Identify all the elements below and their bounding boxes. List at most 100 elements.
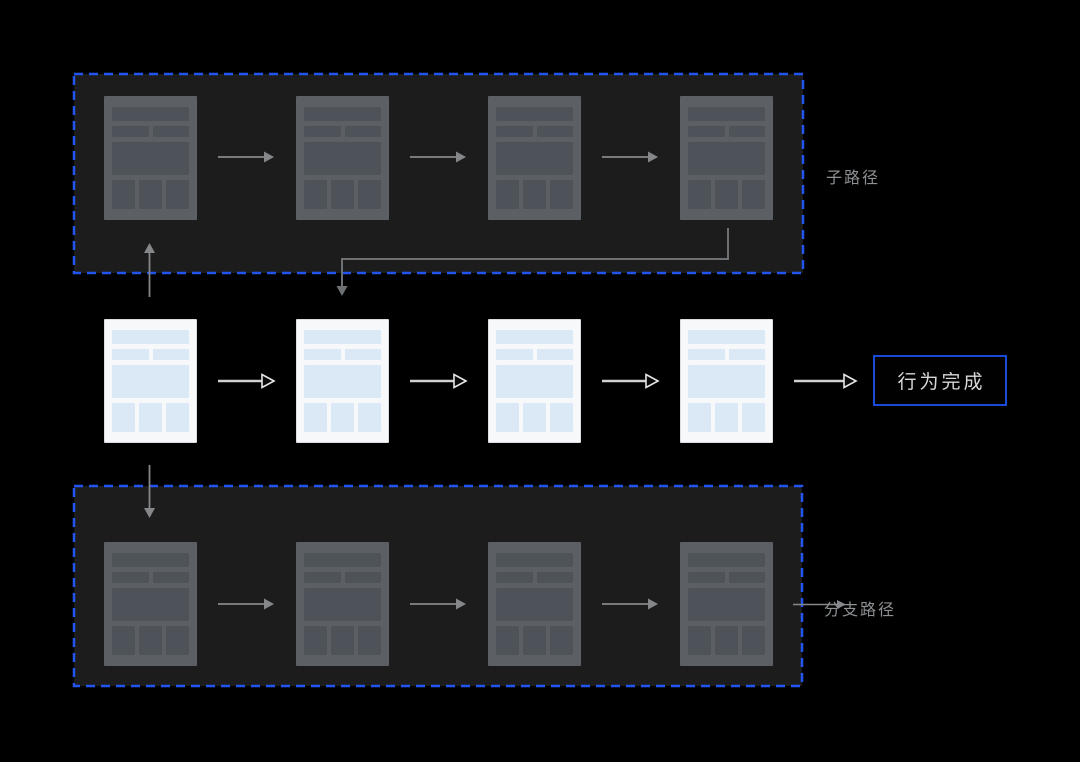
wireframe-tab-bars [496, 349, 573, 361]
wireframe-block [728, 349, 765, 361]
wireframe-block [304, 126, 341, 138]
wireframe-block [112, 349, 149, 361]
wireframe-block [496, 572, 533, 584]
branch-path-arrow-2 [410, 598, 466, 610]
main-path-arrow-1 [218, 373, 276, 389]
wireframe-header-bar [496, 107, 573, 122]
wireframe-footer-blocks [688, 626, 765, 655]
wireframe-content-block [496, 365, 573, 398]
wireframe-block [523, 403, 546, 432]
branch-path-row-card-3 [488, 542, 581, 666]
main-path-row-card-1 [104, 319, 197, 443]
wireframe-content-block [496, 588, 573, 621]
wireframe-block [496, 126, 533, 138]
wireframe-block [358, 626, 381, 655]
wireframe-block [152, 126, 189, 138]
main-path-row-card-3 [488, 319, 581, 443]
wireframe-block [139, 180, 162, 209]
wireframe-block [728, 126, 765, 138]
sub-path-row-card-1 [104, 96, 197, 220]
wireframe-block [523, 180, 546, 209]
wireframe-block [715, 180, 738, 209]
wireframe-footer-blocks [112, 403, 189, 432]
branch-path-row-card-2 [296, 542, 389, 666]
wireframe-footer-blocks [304, 403, 381, 432]
wireframe-block [112, 572, 149, 584]
wireframe-block [304, 180, 327, 209]
behavior-complete-node: 行为完成 [873, 355, 1007, 406]
wireframe-header-bar [304, 553, 381, 568]
wireframe-block [304, 572, 341, 584]
main-to-branch-path-arrow [144, 465, 155, 518]
wireframe-footer-blocks [496, 180, 573, 209]
wireframe-block [344, 126, 381, 138]
wireframe-tab-bars [496, 126, 573, 138]
branch-path-row-card-1 [104, 542, 197, 666]
wireframe-block [304, 349, 341, 361]
main-path-final-arrow [794, 373, 858, 389]
wireframe-header-bar [688, 107, 765, 122]
wireframe-block [688, 626, 711, 655]
main-path-row-card-4 [680, 319, 773, 443]
wireframe-block [496, 403, 519, 432]
wireframe-content-block [688, 365, 765, 398]
wireframe-block [728, 572, 765, 584]
wireframe-footer-blocks [112, 180, 189, 209]
wireframe-block [139, 626, 162, 655]
wireframe-tab-bars [304, 349, 381, 361]
wireframe-header-bar [496, 553, 573, 568]
wireframe-footer-blocks [496, 403, 573, 432]
wireframe-block [550, 180, 573, 209]
wireframe-content-block [112, 588, 189, 621]
wireframe-block [112, 180, 135, 209]
sub-path-arrow-3 [602, 151, 658, 163]
wireframe-block [688, 349, 725, 361]
wireframe-content-block [112, 142, 189, 175]
wireframe-block [688, 126, 725, 138]
wireframe-block [536, 126, 573, 138]
branch-path-label-leader [793, 600, 846, 609]
wireframe-content-block [688, 588, 765, 621]
wireframe-block [152, 349, 189, 361]
wireframe-tab-bars [304, 126, 381, 138]
wireframe-tab-bars [688, 572, 765, 584]
wireframe-block [166, 403, 189, 432]
wireframe-content-block [304, 142, 381, 175]
wireframe-tab-bars [688, 126, 765, 138]
wireframe-block [536, 572, 573, 584]
wireframe-tab-bars [112, 572, 189, 584]
branch-path-label: 分支路径 [824, 600, 897, 619]
wireframe-header-bar [688, 330, 765, 345]
wireframe-content-block [112, 365, 189, 398]
wireframe-block [331, 626, 354, 655]
wireframe-block [331, 180, 354, 209]
branch-path-row-card-4 [680, 542, 773, 666]
main-to-sub-path-arrow [144, 243, 155, 297]
sub-path-return-connector [336, 228, 729, 296]
wireframe-content-block [304, 588, 381, 621]
wireframe-block [304, 403, 327, 432]
wireframe-block [688, 572, 725, 584]
wireframe-block [112, 126, 149, 138]
wireframe-block [358, 403, 381, 432]
sub-path-row-card-4 [680, 96, 773, 220]
wireframe-block [304, 626, 327, 655]
wireframe-block [688, 403, 711, 432]
wireframe-header-bar [496, 330, 573, 345]
wireframe-block [331, 403, 354, 432]
branch-path-arrow-3 [602, 598, 658, 610]
wireframe-block [358, 180, 381, 209]
wireframe-header-bar [304, 330, 381, 345]
sub-path-arrow-2 [410, 151, 466, 163]
wireframe-block [742, 626, 765, 655]
wireframe-block [742, 180, 765, 209]
wireframe-content-block [304, 365, 381, 398]
main-path-arrow-2 [410, 373, 468, 389]
sub-path-row-card-3 [488, 96, 581, 220]
wireframe-block [523, 626, 546, 655]
wireframe-block [139, 403, 162, 432]
wireframe-block [550, 403, 573, 432]
wireframe-block [344, 572, 381, 584]
wireframe-block [496, 180, 519, 209]
